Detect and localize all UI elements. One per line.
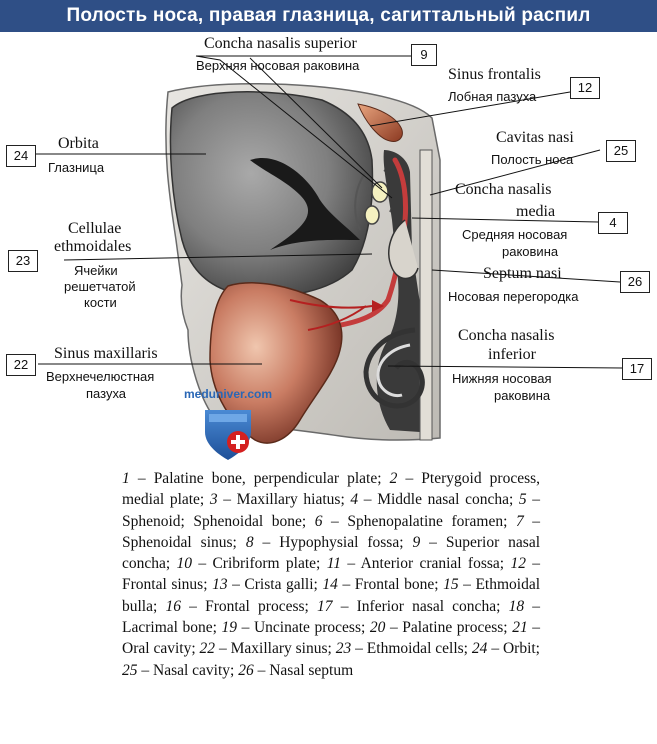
label-septum-ru: Носовая перегородка — [448, 289, 579, 304]
label-sinus-frontalis-latin: Sinus frontalis — [448, 66, 541, 83]
legend-item: 6 – Sphenopalatine foramen; — [314, 512, 516, 530]
legend-item: 2 – Pterygoid process, medial plate; — [122, 470, 541, 509]
label-concha-media-ru: раковина — [502, 244, 559, 259]
callout-number: 12 — [570, 77, 600, 99]
label-concha-superior-ru: Верхняя носовая раковина — [196, 58, 360, 73]
legend-item: 17 – Inferior nasal concha; — [317, 597, 509, 615]
legend-item: 14 – Frontal bone; — [322, 576, 444, 594]
legend-item: 11 – Anterior cranial fossa; — [326, 555, 511, 573]
label-cellulae-ru: кости — [84, 295, 117, 310]
label-cellulae-latin: Cellulae — [68, 220, 122, 237]
legend-item: 5 – Sphenoid; Sphenoidal bone; — [122, 491, 541, 530]
callout-number: 23 — [8, 250, 38, 272]
callout-number: 22 — [6, 354, 36, 376]
legend-item: 19 – Uncinate process; — [221, 619, 370, 637]
legend-item: 16 – Frontal process; — [165, 597, 318, 615]
legend-item: 24 – Orbit; — [471, 640, 540, 658]
callout-number: 25 — [606, 140, 636, 162]
label-concha-media-ru: Средняя носовая — [462, 227, 568, 242]
legend: 1 – Palatine bone, perpendicular plate; … — [122, 468, 540, 681]
frontal-sinus — [357, 103, 403, 142]
title-bar — [0, 0, 657, 32]
label-concha-inferior-ru: раковина — [494, 388, 551, 403]
legend-item: 18 – Lacrimal bone; — [122, 597, 540, 637]
legend-item: 12 – Frontal sinus; — [122, 555, 541, 594]
label-concha-inferior-latin: Concha nasalis — [458, 327, 555, 344]
label-sinus-maxillaris-ru: пазуха — [86, 386, 127, 401]
anatomical-illustration — [30, 55, 623, 460]
label-sinus-maxillaris-latin: Sinus maxillaris — [54, 345, 158, 362]
callout-number: 26 — [620, 271, 650, 293]
orbit-fissure — [250, 158, 360, 250]
callout-number: 24 — [6, 145, 36, 167]
legend-item: 13 – Crista galli; — [212, 576, 323, 594]
label-cavitas-ru: Полость носа — [491, 152, 574, 167]
middle-concha — [388, 219, 419, 280]
nasal-cavity — [376, 150, 427, 432]
legend-item: 21 – Oral cavity; — [122, 619, 541, 658]
orbit-cavity — [169, 91, 374, 298]
legend-item: 15 – Ethmoidal bulla; — [122, 576, 541, 615]
label-sinus-maxillaris-ru: Верхнечелюстная — [46, 369, 155, 384]
label-cellulae-ru: Ячейки — [74, 263, 118, 278]
inferior-concha — [363, 327, 425, 409]
legend-item: 8 – Hypophysial fossa; — [245, 533, 413, 551]
label-orbita-latin: Orbita — [58, 135, 99, 152]
legend-item: 9 – Superior nasal concha; — [122, 533, 541, 573]
maxillary-sinus — [209, 282, 343, 444]
page-title: Полость носа, правая глазница, сагитталь… — [66, 5, 591, 26]
legend-item: 26 – Nasal septum — [238, 661, 354, 679]
legend-item: 4 – Middle nasal concha; — [350, 491, 519, 509]
inferior-concha-inner — [376, 343, 411, 398]
ethmoid-cell — [371, 181, 389, 203]
leader-lines — [30, 55, 623, 369]
arrow-head — [372, 300, 384, 312]
label-concha-media-latin: Concha nasalis — [455, 181, 552, 198]
callout-number: 9 — [411, 44, 437, 66]
legend-item: 25 – Nasal cavity; — [122, 661, 239, 679]
label-sinus-frontalis-ru: Лобная пазуха — [448, 89, 537, 104]
site-logo — [205, 410, 251, 460]
legend-item: 22 – Maxillary sinus; — [199, 640, 336, 658]
legend-item: 1 – Palatine bone, perpendicular plate; — [122, 470, 390, 487]
airflow-arrow — [307, 305, 367, 331]
label-concha-inferior-latin: inferior — [488, 346, 536, 363]
legend-item: 23 – Ethmoidal cells; — [335, 640, 472, 658]
ethmoid-cell — [364, 205, 380, 225]
label-orbita-ru: Глазница — [48, 160, 105, 175]
nasal-septum — [419, 149, 433, 441]
label-concha-superior-latin: Concha nasalis superior — [204, 35, 357, 52]
label-cavitas-latin: Cavitas nasi — [496, 129, 574, 146]
label-cellulae-ru: решетчатой — [64, 279, 136, 294]
site-watermark: meduniver.com — [184, 387, 273, 401]
legend-item: 20 – Palatine process; — [369, 619, 513, 637]
legend-item: 10 – Cribriform plate; — [176, 555, 327, 573]
label-cellulae-latin: ethmoidales — [54, 238, 132, 255]
label-concha-inferior-ru: Нижняя носовая — [452, 371, 552, 386]
legend-item: 7 – Sphenoidal sinus; — [122, 512, 541, 551]
label-septum-latin: Septum nasi — [483, 265, 562, 282]
label-concha-media-latin: media — [516, 203, 556, 220]
legend-item: 3 – Maxillary hiatus; — [209, 491, 351, 509]
callout-number: 17 — [622, 358, 652, 380]
callout-number: 4 — [598, 212, 628, 234]
